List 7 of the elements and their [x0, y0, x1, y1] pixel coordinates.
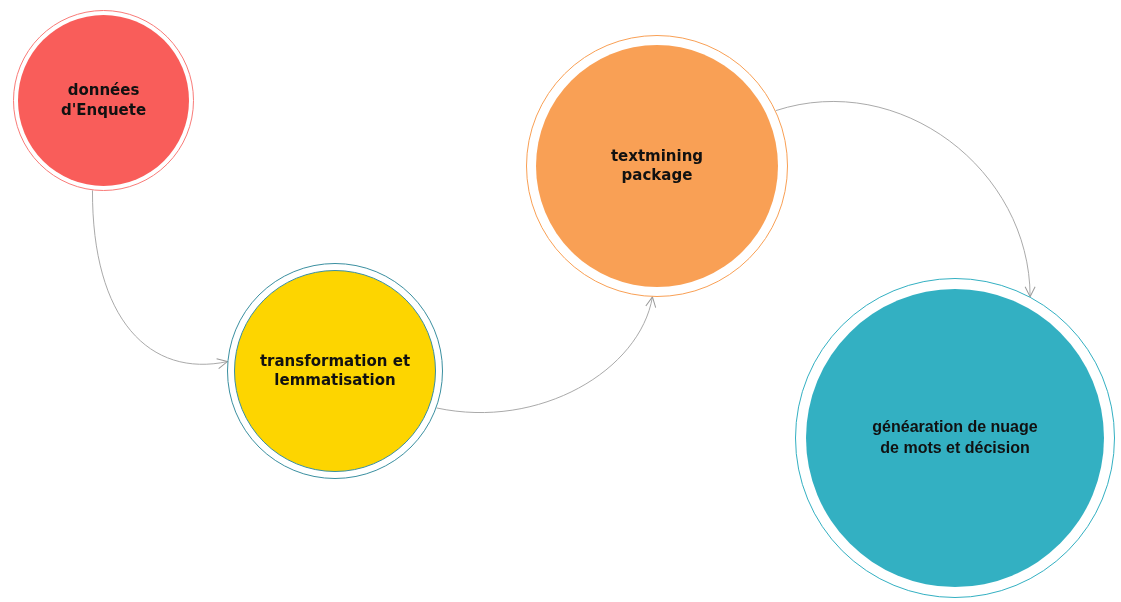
node-label: généaration de nuage de mots et décision	[871, 417, 1039, 458]
node-label: données d'Enquete	[59, 81, 148, 120]
curved-arrow	[91, 189, 228, 369]
curved-arrow	[436, 296, 656, 413]
curved-arrow	[775, 101, 1035, 298]
node-label: transformation et lemmatisation	[258, 351, 412, 391]
node-label: textmining package	[609, 146, 705, 186]
